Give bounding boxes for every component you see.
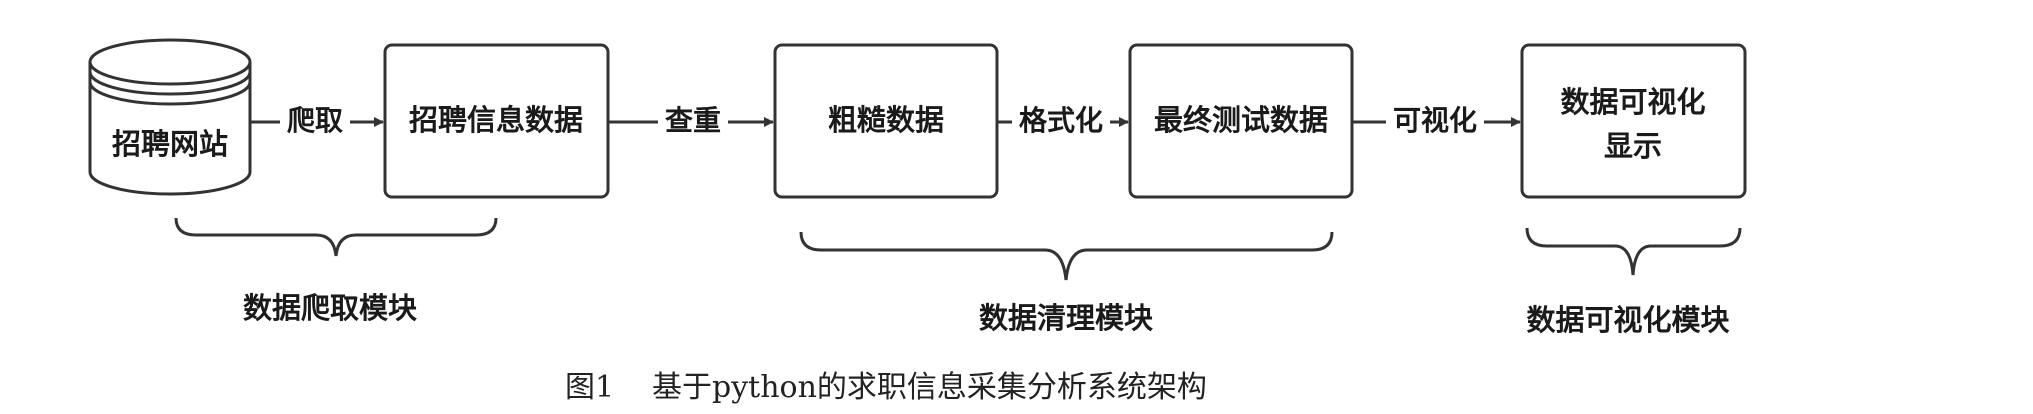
module-label-viz: 数据可视化模块 <box>1526 303 1729 337</box>
edge-format: 格式化 <box>997 104 1129 137</box>
module-label-crawl: 数据爬取模块 <box>243 291 417 325</box>
node-label-recruit-data: 招聘信息数据 <box>409 103 583 137</box>
edge-visualize: 可视化 <box>1352 104 1521 137</box>
node-label-rough-data: 粗糙数据 <box>828 103 944 137</box>
crawl-module-brace: 数据爬取模块 <box>174 217 498 325</box>
node-label-website: 招聘网站 <box>112 127 228 161</box>
viz-module-brace: 数据可视化模块 <box>1525 227 1742 337</box>
node-label-final-data: 最终测试数据 <box>1154 103 1328 137</box>
edge-crawl: 爬取 <box>250 104 384 137</box>
edge-dedup: 查重 <box>608 104 774 137</box>
node-label-viz-line1: 数据可视化 <box>1560 85 1705 119</box>
module-label-clean: 数据清理模块 <box>979 301 1153 335</box>
caption-text: 基于python的求职信息采集分析系统架构 <box>652 370 1207 405</box>
final-data-node: 最终测试数据 <box>1128 43 1354 199</box>
visualization-node: 数据可视化 显示 <box>1520 43 1747 199</box>
clean-module-brace: 数据清理模块 <box>799 231 1334 335</box>
edge-label-dedup: 查重 <box>665 104 721 137</box>
edge-label-visualize: 可视化 <box>1393 104 1477 137</box>
database-icon <box>88 62 252 196</box>
rough-data-node: 粗糙数据 <box>773 43 999 199</box>
figure-caption: 图1 基于python的求职信息采集分析系统架构 <box>565 370 1207 405</box>
website-database-node: 招聘网站 <box>88 38 252 196</box>
node-label-viz-line2: 显示 <box>1604 129 1662 163</box>
caption-label: 图1 <box>565 370 614 405</box>
edge-label-crawl: 爬取 <box>287 104 343 137</box>
edge-label-format: 格式化 <box>1019 104 1103 137</box>
recruit-data-node: 招聘信息数据 <box>383 43 610 199</box>
